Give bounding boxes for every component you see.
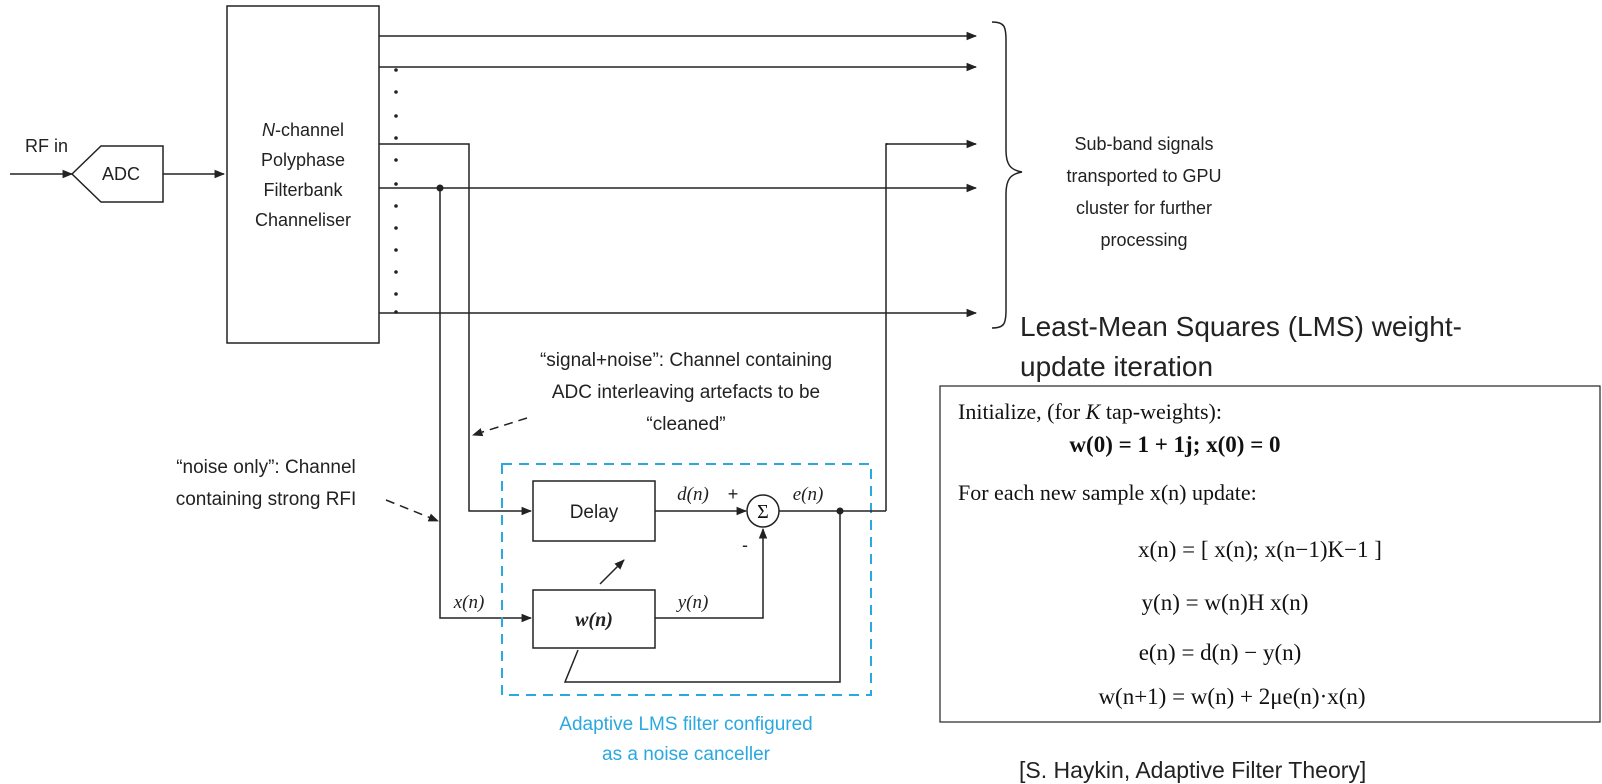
yn-to-sum-path: [655, 527, 768, 619]
signal-noise-pointer: [471, 417, 528, 437]
error-feedback-path: [563, 511, 841, 683]
lms-equation-box: [939, 385, 1601, 723]
plus-sign: +: [728, 484, 739, 504]
rf-in-label: RF in: [25, 136, 68, 156]
lms-for-each-line: For each new sample x(n) update:: [958, 480, 1257, 505]
pfb-label-line3: Filterbank: [263, 180, 343, 200]
weight-label: w(n): [575, 609, 613, 631]
xn-label: x(n): [453, 592, 485, 613]
lms-equation-x: x(n) = [ x(n); x(n−1)K−1 ]: [1138, 537, 1382, 562]
pfb-label-line4: Channeliser: [255, 210, 351, 230]
cleaned-output-path: [885, 143, 888, 511]
subband-text-3: cluster for further: [1076, 198, 1212, 218]
dn-label: d(n): [677, 484, 709, 505]
noise-only-annotation-2: containing strong RFI: [176, 489, 357, 510]
minus-sign: -: [742, 535, 748, 555]
channel-ellipsis-dots: [394, 68, 398, 314]
subband-text-4: processing: [1100, 230, 1187, 250]
lms-equation-y: y(n) = w(n)H x(n): [1142, 590, 1309, 615]
delay-label: Delay: [570, 502, 619, 523]
polyphase-filterbank-block: [226, 5, 380, 344]
subband-text-1: Sub-band signals: [1074, 134, 1213, 154]
lms-heading-line2: update iteration: [1020, 351, 1213, 382]
subband-brace: [991, 21, 1023, 329]
noise-only-path: [439, 188, 533, 623]
subband-text-2: transported to GPU: [1066, 166, 1221, 186]
signal-noise-annotation-1: “signal+noise”: Channel containing: [540, 350, 832, 371]
delay-block: [532, 480, 656, 542]
weight-block: [532, 589, 656, 649]
adaptive-caption-1: Adaptive LMS filter configured: [559, 714, 812, 735]
yn-label: y(n): [676, 592, 709, 613]
lms-init-equation: w(0) = 1 + 1j; x(0) = 0: [1069, 432, 1280, 457]
lms-equation-e: e(n) = d(n) − y(n): [1139, 640, 1302, 665]
signal-noise-annotation-3: “cleaned”: [646, 414, 725, 435]
adaptation-arrow: [599, 559, 625, 585]
adaptive-caption-2: as a noise canceller: [602, 744, 771, 765]
signal-noise-annotation-2: ADC interleaving artefacts to be: [552, 382, 820, 403]
adaptive-filter-boundary: [501, 463, 872, 696]
lms-heading-line1: Least-Mean Squares (LMS) weight-: [1020, 311, 1462, 342]
citation: [S. Haykin, Adaptive Filter Theory]: [1019, 757, 1366, 783]
noise-only-annotation-1: “noise only”: Channel: [176, 457, 356, 478]
signal-noise-path: [379, 143, 533, 516]
lms-init-line: Initialize, (for K tap-weights):: [958, 399, 1222, 424]
sum-symbol: Σ: [757, 501, 769, 523]
noise-only-pointer: [385, 499, 439, 522]
pfb-label-line2: Polyphase: [261, 150, 345, 170]
lms-equation-w: w(n+1) = w(n) + 2μe(n)·x(n): [1098, 684, 1365, 709]
pfb-label-line1: N-channel: [262, 120, 344, 140]
en-label: e(n): [793, 484, 824, 505]
adc-label: ADC: [102, 164, 140, 184]
